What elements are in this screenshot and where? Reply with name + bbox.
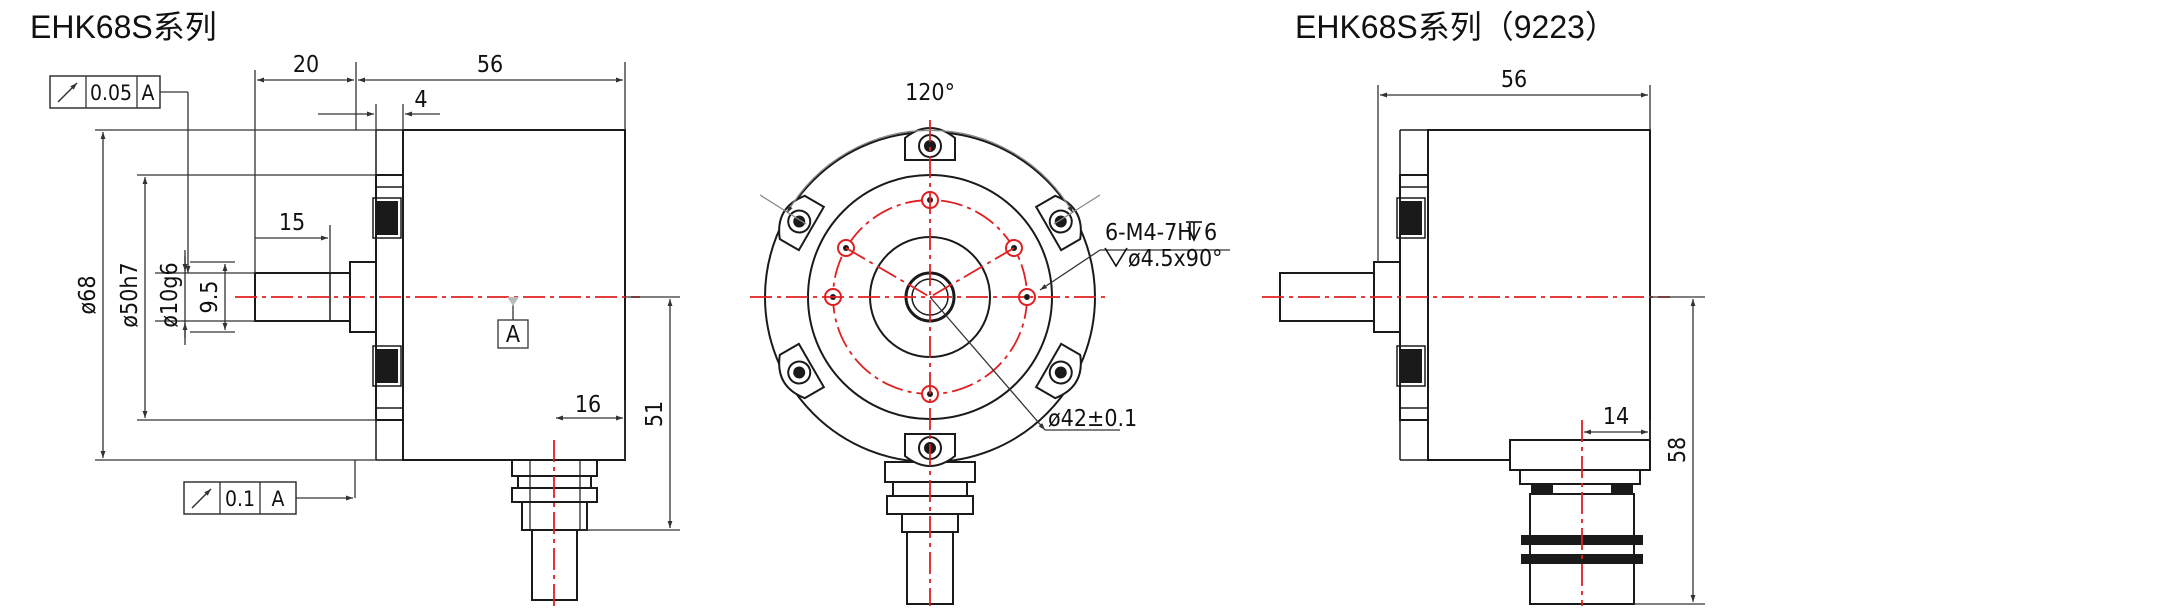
fcf-bottom-tolerance: 0.1 — [225, 487, 255, 511]
dim-od68: ø68 — [75, 276, 101, 315]
m12-connector — [1509, 439, 1651, 605]
conn-dim-14: 14 — [1603, 404, 1629, 430]
hole-note-thread: 6-M4-7H — [1105, 220, 1193, 246]
conn-dim-58: 58 — [1665, 437, 1691, 463]
fcf-top-datum: A — [142, 81, 155, 105]
runout-arrow-icon — [191, 488, 212, 509]
slot-top — [376, 201, 398, 235]
dim-angle-120: 120° — [905, 80, 955, 106]
encoder-body — [402, 129, 626, 461]
connector-centerlines — [1262, 296, 1670, 606]
depth-symbol-icon — [1186, 221, 1202, 242]
dim-od50: ø50h7 — [117, 262, 143, 327]
runout-arrow-icon — [57, 82, 78, 103]
lug-top — [904, 127, 956, 161]
right-title: EHK68S系列（9223） — [1295, 9, 1617, 45]
connector-dims — [1377, 85, 1705, 605]
dim-4: 4 — [414, 87, 427, 113]
dim-51: 51 — [642, 401, 668, 427]
fcf-bottom-datum: A — [272, 487, 285, 511]
fcf-top: 0.05 A — [49, 75, 161, 109]
hole-note-countersink: ø4.5x90° — [1128, 246, 1222, 272]
fcf-top-tolerance: 0.05 — [90, 81, 132, 105]
dim-flat: 9.5 — [197, 281, 223, 314]
fcf-bottom: 0.1 A — [183, 481, 297, 515]
connector-view — [1279, 129, 1651, 605]
side-centerlines — [235, 296, 640, 606]
side-view — [254, 129, 626, 601]
hole-note-depth: 6 — [1204, 220, 1217, 246]
side-dims — [95, 62, 680, 531]
dim-16: 16 — [575, 392, 601, 418]
dim-20: 20 — [293, 52, 319, 78]
datum-triangle — [507, 297, 519, 306]
dim-od10: ø10g6 — [157, 262, 183, 327]
conn-dim-56: 56 — [1501, 67, 1527, 93]
datum-box — [497, 319, 529, 349]
countersink-symbol-icon — [1104, 247, 1128, 268]
dim-bolt-circle: ø42±0.1 — [1048, 406, 1137, 432]
dim-56: 56 — [477, 52, 503, 78]
slot-bottom — [376, 349, 398, 383]
front-dims — [759, 129, 1230, 431]
dim-15: 15 — [279, 210, 305, 236]
left-title: EHK68S系列 — [30, 9, 217, 45]
datum-label: A — [506, 322, 520, 348]
connector-body — [1427, 129, 1651, 461]
